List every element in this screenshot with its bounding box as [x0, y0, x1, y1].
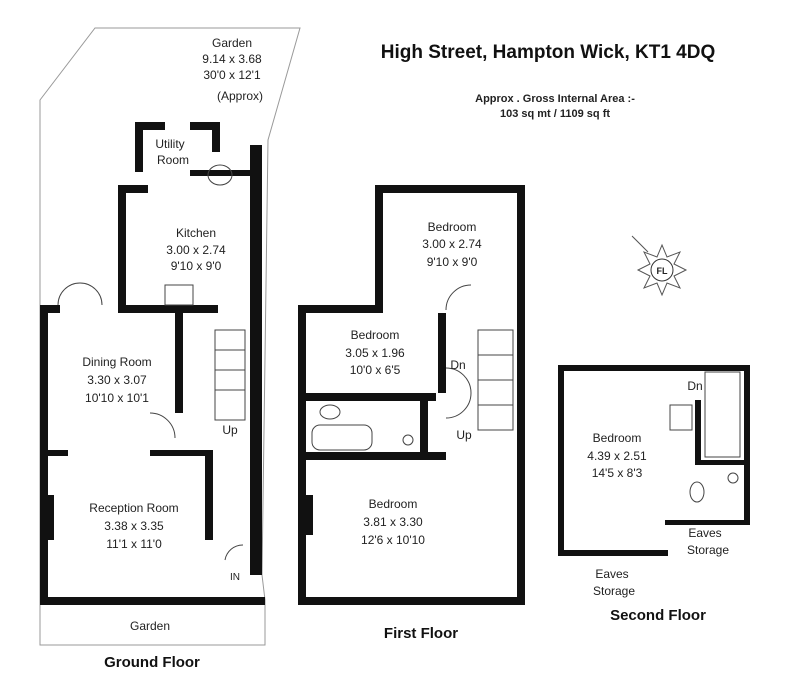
area-value: 103 sq mt / 1109 sq ft: [500, 108, 610, 120]
second-floor-bedroom-metric: 4.39 x 2.51: [587, 449, 647, 463]
property-title: High Street, Hampton Wick, KT1 4DQ: [381, 42, 716, 63]
second-floor-eaves-left-l1: Eaves: [595, 567, 628, 581]
second-floor-eaves-right-l2: Storage: [687, 543, 729, 557]
second-floor-bedroom-imperial: 14'5 x 8'3: [592, 466, 643, 480]
first-floor-bedroom-front-imperial: 12'6 x 10'10: [361, 533, 425, 547]
ground-floor-dining-imperial: 10'10 x 10'1: [85, 391, 149, 405]
first-floor-stairs-up: Up: [456, 428, 472, 442]
first-floor-plan: Bedroom 3.00 x 2.74 9'10 x 9'0 Bedroom 3…: [298, 185, 525, 642]
ground-floor-garden-rear-metric: 9.14 x 3.68: [202, 52, 262, 66]
ground-floor-stairs: Up: [222, 423, 238, 437]
ground-floor-label: Ground Floor: [104, 654, 200, 671]
compass-icon: FL: [631, 235, 688, 297]
first-floor-bedroom-rear-metric: 3.00 x 2.74: [422, 237, 482, 251]
kitchen-name: Kitchen: [176, 226, 216, 240]
ground-floor-dining-metric: 3.30 x 3.07: [87, 373, 147, 387]
ground-floor-garden-rear-note: (Approx): [217, 89, 263, 103]
ground-floor-entrance: IN: [230, 572, 240, 583]
second-floor-eaves-left-l2: Storage: [593, 584, 635, 598]
ground-floor-kitchen-metric: 3.00 x 2.74: [166, 243, 226, 257]
ground-floor-utility-name2: Room: [157, 153, 189, 167]
second-floor-bedroom-name: Bedroom: [593, 431, 642, 445]
first-floor-label: First Floor: [384, 625, 458, 642]
ground-floor-garden-front: Garden: [130, 619, 170, 633]
area-label: Approx . Gross Internal Area :-: [475, 93, 635, 105]
second-floor-eaves-right-l1: Eaves: [688, 526, 721, 540]
first-floor-bedroom-mid-metric: 3.05 x 1.96: [345, 346, 405, 360]
first-floor-bedroom-rear-name: Bedroom: [428, 220, 477, 234]
ground-floor-garden-rear-name: Garden: [212, 36, 252, 50]
second-floor-stairs: Dn: [687, 379, 702, 393]
ground-floor-plan: Garden 9.14 x 3.68 30'0 x 12'1 (Approx) …: [39, 27, 301, 671]
first-floor-stairs-down: Dn: [450, 358, 465, 372]
first-floor-bedroom-front-name: Bedroom: [369, 497, 418, 511]
ground-floor-utility-name1: Utility: [155, 137, 184, 151]
ground-floor-reception-metric: 3.38 x 3.35: [104, 519, 164, 533]
ground-floor-reception-imperial: 11'1 x 11'0: [106, 537, 162, 551]
second-floor-label: Second Floor: [610, 607, 706, 624]
second-floor-plan: Bedroom 4.39 x 2.51 14'5 x 8'3 Dn Eaves …: [558, 365, 750, 624]
compass-label: FL: [657, 266, 668, 276]
ground-floor-reception-name: Reception Room: [89, 501, 178, 515]
first-floor-bedroom-front-metric: 3.81 x 3.30: [363, 515, 423, 529]
first-floor-bedroom-mid-name: Bedroom: [351, 328, 400, 342]
first-floor-bedroom-mid-imperial: 10'0 x 6'5: [350, 363, 401, 377]
ground-floor-garden-rear-imperial: 30'0 x 12'1: [203, 68, 261, 82]
ground-floor-kitchen-imperial: 9'10 x 9'0: [171, 259, 222, 273]
first-floor-bedroom-rear-imperial: 9'10 x 9'0: [427, 255, 478, 269]
ground-floor-dining-name: Dining Room: [82, 355, 151, 369]
